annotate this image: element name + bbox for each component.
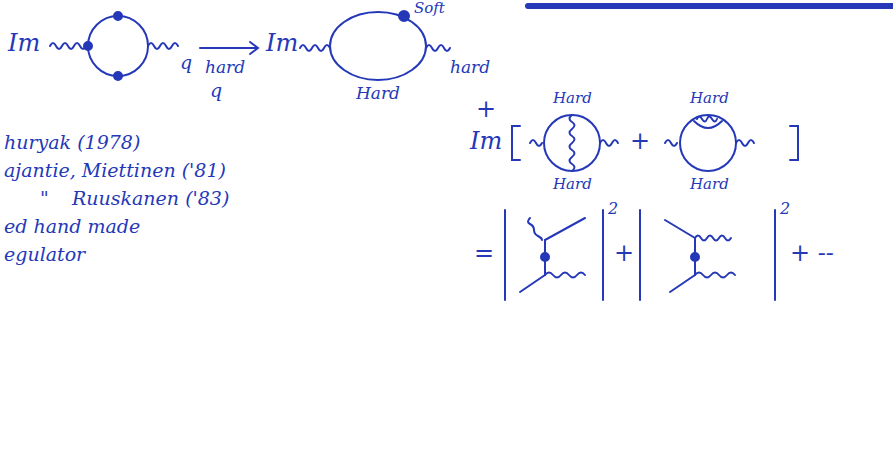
vertex-dot	[114, 72, 122, 80]
scale-label: Hard	[553, 90, 592, 107]
vertex-dot	[114, 12, 122, 20]
abs-bar	[602, 210, 604, 300]
scale-label: Soft	[414, 0, 445, 17]
im-symbol: Im	[8, 30, 40, 56]
momentum-label: q	[210, 80, 222, 101]
abs-bar	[639, 210, 641, 300]
abs-bar	[504, 210, 506, 300]
self-energy	[694, 121, 722, 128]
reference: huryak (1978)	[4, 132, 140, 153]
im-symbol: Im	[470, 128, 502, 154]
loop	[544, 115, 600, 171]
ditto-mark: "	[40, 188, 49, 209]
photon-line	[50, 43, 86, 49]
gluon-line	[697, 117, 717, 122]
vertex-dot	[399, 11, 409, 21]
photon-line	[530, 140, 542, 146]
vertex-dot	[541, 253, 549, 261]
arrow	[200, 42, 258, 54]
heading-bar	[528, 3, 893, 9]
bracket	[790, 126, 798, 160]
operator: + --	[790, 240, 834, 266]
gluon-line	[695, 236, 731, 241]
photon-line	[148, 43, 178, 49]
gluon-line	[528, 218, 542, 240]
note: egulator	[4, 244, 85, 265]
quark-line	[545, 218, 585, 240]
operator: +	[614, 240, 634, 266]
abs-bar	[774, 210, 776, 300]
scale-label: hard	[205, 58, 245, 77]
photon-line	[736, 140, 754, 146]
gluon-line	[570, 115, 575, 171]
scale-label: Hard	[356, 84, 400, 103]
loop	[330, 12, 426, 80]
scale-label: Hard	[690, 90, 729, 107]
vertex-dot	[691, 253, 699, 261]
photon-line	[665, 140, 677, 146]
photon-line	[300, 45, 330, 51]
photon-line	[545, 273, 585, 278]
loop	[680, 115, 736, 171]
scale-label: Hard	[690, 176, 729, 193]
photon-line	[426, 45, 450, 51]
operator: +	[476, 96, 496, 122]
exponent: 2	[608, 200, 618, 218]
quark-line	[665, 220, 695, 238]
photon-line	[695, 273, 735, 278]
reference: Ruuskanen ('83)	[72, 188, 229, 209]
exponent: 2	[780, 200, 790, 218]
loop	[88, 16, 148, 76]
vertex-dot	[84, 42, 92, 50]
quark-line	[670, 275, 695, 292]
note: ed hand made	[4, 216, 140, 237]
bracket	[512, 126, 520, 160]
reference: ajantie, Miettinen ('81)	[4, 160, 226, 181]
im-symbol: Im	[266, 30, 298, 56]
scale-label: Hard	[553, 176, 592, 193]
scale-label: hard	[450, 58, 490, 77]
quark-line	[520, 275, 545, 292]
photon-line	[600, 140, 618, 146]
operator: =	[474, 240, 494, 266]
operator: +	[630, 128, 650, 154]
momentum-label: q	[180, 52, 192, 73]
